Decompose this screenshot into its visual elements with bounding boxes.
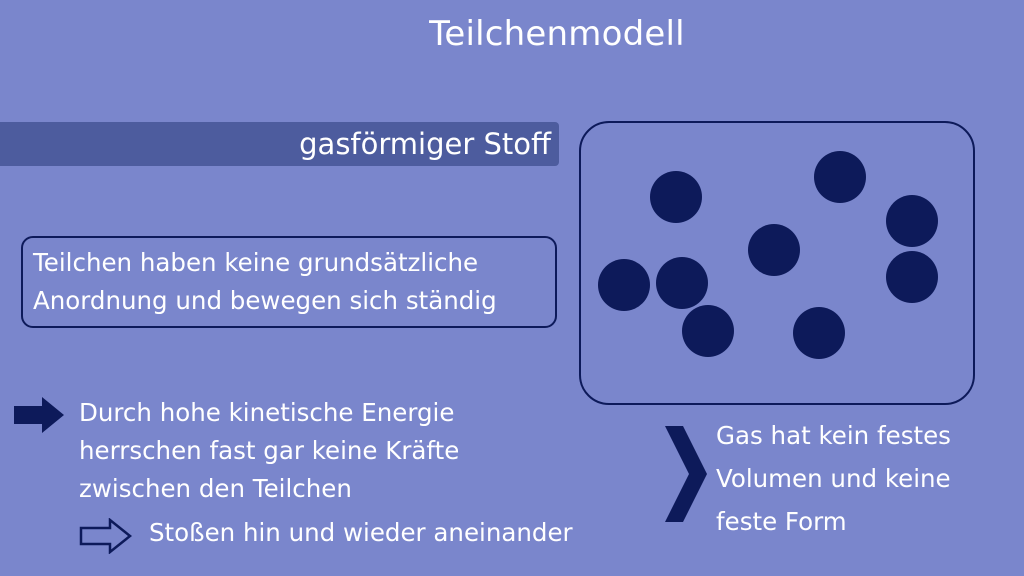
arrow-right-filled-icon xyxy=(14,397,64,433)
conclusion-line-1: Gas hat kein festes xyxy=(716,421,951,450)
energy-line-1: Durch hohe kinetische Energie xyxy=(79,398,455,427)
collision-line: Stoßen hin und wieder aneinander xyxy=(149,518,573,547)
energy-line-3: zwischen den Teilchen xyxy=(79,474,352,503)
description-box: Teilchen haben keine grundsätzliche Anor… xyxy=(21,236,557,328)
arrow-right-outline-icon xyxy=(79,518,133,554)
collision-text: Stoßen hin und wieder aneinander xyxy=(149,514,573,552)
gas-particle xyxy=(793,307,845,359)
gas-particle xyxy=(656,257,708,309)
description-line-2: Anordnung und bewegen sich ständig xyxy=(33,286,497,315)
gas-particle xyxy=(748,224,800,276)
slide-title: Teilchenmodell xyxy=(429,14,685,54)
gas-particle xyxy=(650,171,702,223)
chevron-right-icon xyxy=(665,426,707,522)
energy-line-2: herrschen fast gar keine Kräfte xyxy=(79,436,460,465)
gas-particle xyxy=(682,305,734,357)
gas-particle xyxy=(598,259,650,311)
gas-particle xyxy=(814,151,866,203)
description-line-1: Teilchen haben keine grundsätzliche xyxy=(33,248,479,277)
state-banner: gasförmiger Stoff xyxy=(0,122,559,166)
energy-text: Durch hohe kinetische Energie herrschen … xyxy=(79,394,459,508)
conclusion-text: Gas hat kein festes Volumen und keine fe… xyxy=(716,414,951,543)
state-label: gasförmiger Stoff xyxy=(299,127,551,161)
gas-particle xyxy=(886,251,938,303)
conclusion-line-2: Volumen und keine xyxy=(716,464,951,493)
gas-particle xyxy=(886,195,938,247)
gas-container xyxy=(579,121,975,405)
conclusion-line-3: feste Form xyxy=(716,507,847,536)
